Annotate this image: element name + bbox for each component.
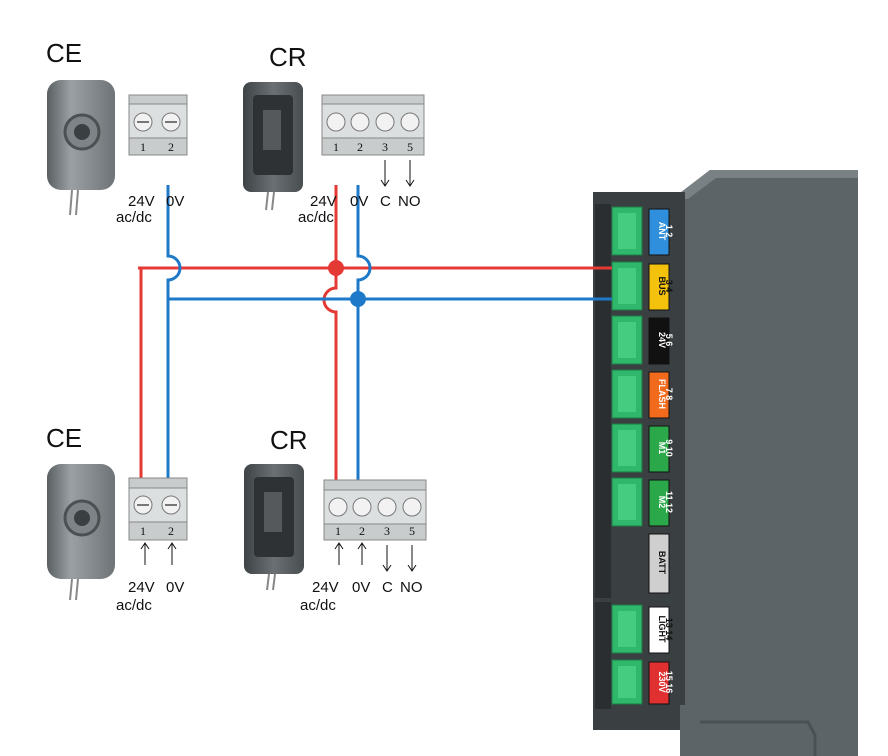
ce-top-acdc: ac/dc [116,209,152,226]
cr-top-signal-c: C [380,193,391,210]
ce-top-terminal-block [128,94,188,156]
ce-bottom: CE 1 2 24V 0V ac/dc [46,423,188,614]
cr-bottom-signal-0v: 0V [352,579,370,596]
port-label-bg [648,606,670,654]
port-label-bg [648,371,670,419]
ce-bottom-acdc: ac/dc [116,597,152,614]
cr-top-terminal-3: 3 [382,140,388,154]
port-label-pins: 13 14 [664,618,674,641]
cr-bottom-signal-no: NO [400,579,423,596]
cr-bottom: CR 1 2 3 5 24V 0V C NO ac/dc [244,425,427,614]
port-label-pins: 15 16 [664,671,674,694]
port-label-bg [648,533,670,594]
port-label-name: BATT [657,551,667,575]
ce-bottom-terminal-block [128,477,188,541]
port-label-bg [648,208,670,256]
port-label-bg [648,661,670,705]
port-label-pins: 1 2 [664,225,674,238]
ce-device-image [47,80,115,216]
blue-wire-ce-top [166,185,182,485]
port-label-bg [648,317,670,365]
cr-top: CR 1 2 3 5 24V 0V C NO ac/dc [243,42,425,226]
cr-top-title: CR [269,42,307,72]
cr-bottom-terminal-3: 3 [384,524,390,538]
port-label-name: 230V [657,671,667,692]
port-label-name: ANT [657,222,667,241]
cr-bottom-signal-c: C [382,579,393,596]
cr-top-signal-24v: 24V [310,193,337,210]
cr-top-terminal-block [321,94,425,156]
wiring [138,185,612,488]
port-batt: BATT [595,529,670,598]
cr-top-terminal-5: 5 [407,140,413,154]
ce-top-terminal-1: 1 [140,140,146,154]
ce-bottom-terminal-1: 1 [140,524,146,538]
port-m1: M19 10 [595,421,674,477]
port-label-name: FLASH [657,379,667,409]
blue-junction [350,291,366,307]
ce-bottom-signal-24v: 24V [128,579,155,596]
port-label-name: BUS [657,276,667,295]
red-junction [328,260,344,276]
port-label-name: M1 [657,442,667,455]
port-label-pins: 9 10 [664,439,674,457]
port-label-pins: 3 4 [664,280,674,293]
cr-device-image [243,82,303,211]
port-label-name: 24V [657,332,667,348]
ce-bottom-terminal-2: 2 [168,524,174,538]
cr-bottom-signal-24v: 24V [312,579,339,596]
red-wire-cr-bottom [322,268,338,488]
cr-top-terminal-2: 2 [357,140,363,154]
port-label-bg [648,479,670,527]
cr-bottom-acdc: ac/dc [300,597,336,614]
port-label-bg [648,263,670,311]
cr-bottom-terminal-block [323,479,427,541]
port-label-name: M2 [657,496,667,509]
ce-device-image [47,464,115,601]
ce-top-signal-0v: 0V [166,193,184,210]
cr-top-signal-0v: 0V [350,193,368,210]
ce-top-title: CE [46,38,82,68]
ce-top: CE 1 2 24V 0V ac/dc [46,38,188,226]
port-label-pins: 7 8 [664,388,674,401]
cr-device-image [244,464,304,591]
ce-top-terminal-2: 2 [168,140,174,154]
blue-wire-cr-top [356,185,372,299]
port-label-pins: 11 12 [664,491,674,513]
port-label-bg [648,425,670,473]
ce-bottom-title: CE [46,423,82,453]
cr-bottom-title: CR [270,425,308,455]
port-label-name: LIGHT [657,616,667,643]
cr-top-acdc: ac/dc [298,209,334,226]
cr-bottom-terminal-2: 2 [359,524,365,538]
ce-bottom-signal-0v: 0V [166,579,184,596]
cr-top-terminal-1: 1 [333,140,339,154]
port-label-pins: 5 6 [664,334,674,347]
cr-top-signal-no: NO [398,193,421,210]
cr-bottom-terminal-1: 1 [335,524,341,538]
cr-bottom-terminal-5: 5 [409,524,415,538]
ce-top-signal-24v: 24V [128,193,155,210]
